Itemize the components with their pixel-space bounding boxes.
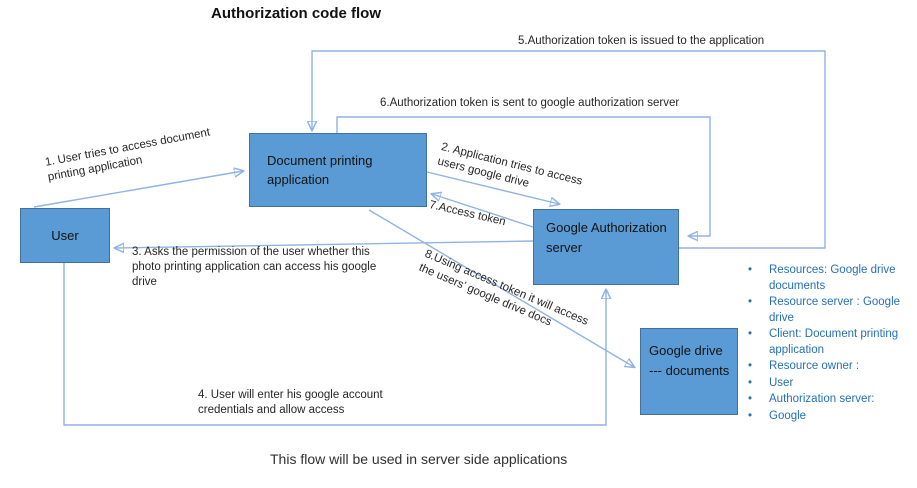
node-google-authorization-server: Google Authorization server xyxy=(533,209,679,285)
legend-item: Resources: Google drive documents xyxy=(744,263,914,294)
legend-item: User xyxy=(744,376,914,392)
edge-5-auth-to-app xyxy=(312,50,826,249)
legend-item: Resource owner : xyxy=(744,359,914,375)
edge-7-auth-to-app xyxy=(432,194,534,228)
legend-bullet-list: Resources: Google drive documents Resour… xyxy=(744,263,914,425)
edge-label-4: 4. User will enter his google account cr… xyxy=(198,389,383,416)
edge-label-3: 3. Asks the permission of the user wheth… xyxy=(132,246,377,288)
legend-item: Resource server : Google drive xyxy=(744,295,914,326)
edge-label-5: 5.Authorization token is issued to the a… xyxy=(518,35,765,47)
edge-6-app-to-auth xyxy=(336,116,711,236)
legend-item: Client: Document printing application xyxy=(744,327,914,358)
edge-4-user-to-auth xyxy=(63,263,606,426)
edge-1-user-to-app xyxy=(33,171,243,208)
legend-item: Authorization server: xyxy=(744,392,914,408)
legend-item: Google xyxy=(744,409,914,425)
edge-label-6: 6.Authorization token is sent to google … xyxy=(380,97,680,109)
node-google-drive-documents: Google drive --- documents xyxy=(640,328,738,415)
node-document-printing-application: Document printing application xyxy=(249,133,427,207)
node-user: User xyxy=(20,208,110,263)
edge-3-auth-to-user xyxy=(115,240,534,248)
edge-2-app-to-auth xyxy=(426,171,559,204)
diagram-title: Authorization code flow xyxy=(211,5,381,22)
edge-8-app-to-drive xyxy=(368,209,634,367)
bottom-caption: This flow will be used in server side ap… xyxy=(270,451,568,467)
